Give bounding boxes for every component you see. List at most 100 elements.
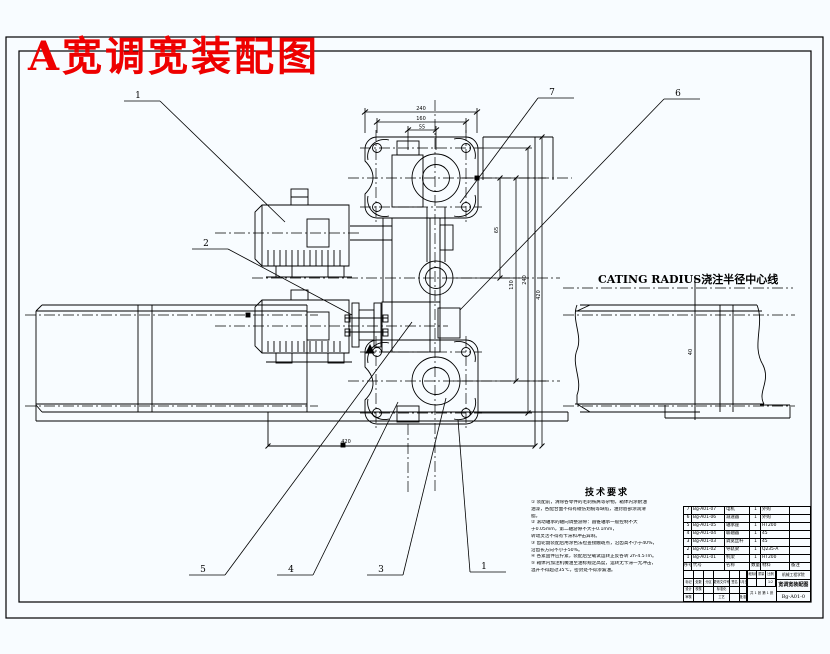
header-qty: 数量 [751, 563, 761, 570]
part-remark [790, 539, 810, 546]
parts-header-row: 序号 代号 名称 数量 材料 备注 [684, 563, 810, 571]
parts-list-and-title-block: 7 Bg-A01-07 电机 1 外购 6 Bg-A01-06 减速器 1 外购… [683, 506, 811, 602]
part-material: Q235-A [761, 547, 790, 554]
part-code: Bg-A01-04 [692, 531, 725, 538]
part-name: 轴承座 [725, 523, 750, 530]
tech-line: ② 滚动轴承的轴向调整游隙：圆锥轴承一般控制不大 [531, 520, 638, 526]
parts-row: 6 Bg-A01-06 减速器 1 外购 [684, 515, 810, 523]
title-block-revision-grid: 标记 处数 分区 更改文件号 签名 年月日 设计 校核 标准化 审核 工艺 批准 [684, 571, 748, 602]
dim-right-1: 65 [494, 227, 500, 233]
part-remark [790, 547, 810, 554]
balloon-2: 2 [203, 239, 209, 249]
part-code: Bg-A01-07 [692, 507, 725, 514]
weight-label: 重量 [757, 571, 767, 578]
dim-top-overall: 240 [416, 106, 426, 112]
dimension-ticks [265, 109, 545, 449]
part-remark [790, 507, 810, 514]
part-remark [790, 531, 810, 538]
balloon-leaders [124, 97, 700, 576]
page-title: A宽调宽装配图 [28, 33, 321, 80]
tb-sig: 标准化 [714, 586, 730, 595]
parts-row: 1 Bg-A01-01 机架 1 HT200 [684, 555, 810, 563]
part-no: 1 [684, 555, 692, 562]
part-no: 5 [684, 523, 692, 530]
part-qty: 1 [750, 555, 761, 562]
part-qty: 1 [750, 531, 761, 538]
part-remark [790, 555, 810, 562]
dimension-lines [364, 108, 546, 446]
part-qty: 1 [750, 515, 761, 522]
centerlines [25, 100, 795, 492]
sheet-info: 共 1 张 第 1 张 [750, 591, 774, 596]
header-name: 名称 [725, 563, 750, 570]
tb-label: 处数 [694, 578, 704, 587]
stage-label: 阶段标记 [748, 571, 758, 578]
parts-row: 5 Bg-A01-05 轴承座 1 HT200 [684, 523, 810, 531]
balloon-7: 7 [549, 88, 555, 98]
part-qty: 1 [750, 507, 761, 514]
title-block: 标记 处数 分区 更改文件号 签名 年月日 设计 校核 标准化 审核 工艺 批准… [684, 571, 810, 602]
tech-line: 于0.05mm，第二轴游隙不大于0.1mm， [531, 527, 617, 533]
balloon-6: 6 [675, 89, 681, 99]
part-remark [790, 523, 810, 530]
part-name: 调宽丝杆 [725, 539, 750, 546]
tech-line: ⑤ 箱体内加注机械油至油标规定高度，运转无卡滞一无冲击， [531, 561, 657, 567]
dim-beam: 40 [688, 349, 694, 355]
part-material: 45 [761, 539, 790, 546]
balloon-numbers: 1 2 7 6 5 4 3 1 [135, 88, 681, 575]
tech-line: 油漆，各配合面不得有碰伤划痕等缺陷，油封唇部涂润滑 [531, 506, 646, 512]
tb-sig: 校核 [694, 586, 704, 595]
part-material: HT200 [761, 555, 790, 562]
dimension-values: 240 160 55 65 130 240 420 40 420 [341, 106, 694, 445]
technical-requirements-title: 技术要求 [584, 488, 629, 498]
part-code: Bg-A01-01 [692, 555, 725, 562]
tb-label: 年月日 [740, 578, 747, 587]
tech-line: 沿齿长方向不小于50%。 [531, 547, 583, 553]
dim-right-3: 240 [522, 275, 528, 285]
part-code: Bg-A01-02 [692, 547, 725, 554]
tech-line: ① 装配前，清除各零件的毛刺铁屑等杂物，箱体内涂耐油 [531, 500, 647, 505]
part-material: HT200 [761, 523, 790, 530]
part-material: 外购 [761, 507, 790, 514]
part-no: 4 [684, 531, 692, 538]
title-block-scale-zone: 阶段标记 重量 比例 1:2 共 1 张 第 1 张 [747, 571, 777, 602]
part-code: Bg-A01-06 [692, 515, 725, 522]
part-material: 45 [761, 531, 790, 538]
sheet-borders [5, 36, 824, 619]
part-code: Bg-A01-05 [692, 523, 725, 530]
scale-value: 1:2 [766, 578, 776, 586]
balloon-3: 3 [378, 565, 384, 575]
dim-right-4: 420 [536, 290, 542, 300]
part-code: Bg-A01-03 [692, 539, 725, 546]
balloon-4: 4 [288, 565, 294, 575]
part-no: 3 [684, 539, 692, 546]
tech-line: 脂。 [531, 513, 541, 519]
balloon-1: 1 [135, 91, 141, 101]
tb-label: 标记 [684, 578, 694, 587]
drawing-title: 宽调宽装配图 [776, 580, 810, 592]
technical-requirements: 技术要求 ① 装配前，清除各零件的毛刺铁屑等杂物，箱体内涂耐油 油漆，各配合面不… [531, 488, 683, 575]
tb-sig: 批准 [740, 594, 747, 602]
tech-line: 温升不得超过35℃，密封处不得渗漏油。 [531, 567, 616, 573]
tech-line: ③ 齿轮副装配后用涂色法检查接触斑点，沿齿高不小于40%， [531, 540, 658, 546]
header-code: 代号 [692, 563, 725, 570]
tech-line: 转动灵活不得有卡滞和冲击异响。 [531, 533, 600, 539]
part-qty: 1 [750, 523, 761, 530]
title-block-name-zone: 机械工程学院 宽调宽装配图 Bg-A01-0 [776, 571, 810, 602]
part-no: 2 [684, 547, 692, 554]
dim-top-holes: 160 [416, 116, 426, 122]
dim-top-boss: 55 [419, 125, 425, 131]
part-name: 导轨梁 [725, 547, 750, 554]
company-name: 机械工程学院 [776, 571, 810, 580]
part-name: 联轴器 [725, 531, 750, 538]
part-qty: 1 [750, 539, 761, 546]
part-material: 外购 [761, 515, 790, 522]
dim-bottom: 420 [341, 439, 351, 445]
part-name: 电机 [725, 507, 750, 514]
balloon-5: 5 [200, 565, 206, 575]
scale-label: 比例 [767, 571, 776, 578]
parts-row: 3 Bg-A01-03 调宽丝杆 1 45 [684, 539, 810, 547]
header-material: 材料 [761, 563, 790, 570]
